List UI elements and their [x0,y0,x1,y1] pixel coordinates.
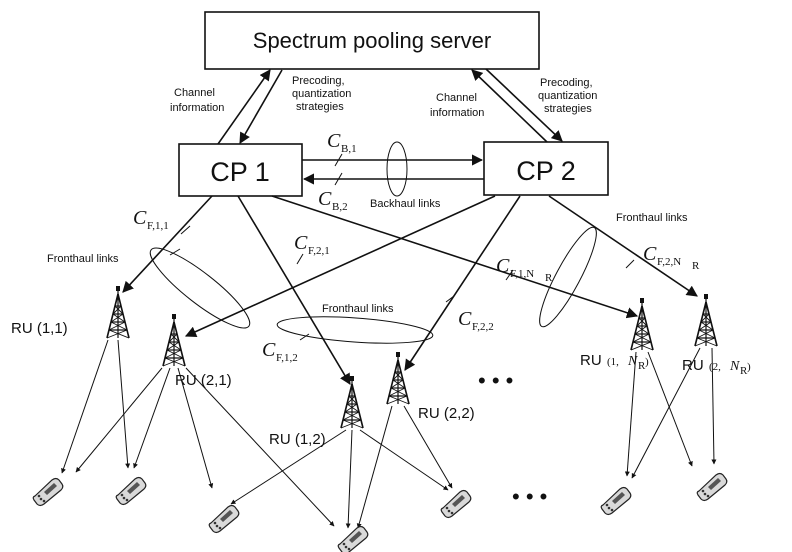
cp2-to-server-arrow [471,69,548,143]
svg-text:(1,: (1, [607,356,619,368]
fronthaul-ellipse-center [276,316,434,344]
svg-text:): ) [747,361,751,373]
slash-f2nr [625,259,635,269]
cf11-main: C [133,207,147,229]
cf22-main: C [458,308,472,330]
cf21-main: C [294,232,308,254]
cb2-sub: B,2 [332,201,348,213]
ru11-tower-icon [106,285,130,339]
right-channel-info-line2: information [430,107,484,119]
ue-phone-icon [696,472,728,502]
svg-text:): ) [645,356,649,368]
ue-phone-icon [337,525,369,552]
ru2nr-ue-links [631,347,717,479]
cb1-main: C [327,130,341,152]
svg-text:RU: RU [682,357,704,374]
left-precoding-line1: Precoding, [292,75,345,87]
spectrum-pooling-server-label: Spectrum pooling server [253,28,491,53]
fronthaul-cp2-ru2nr [548,195,698,297]
fronthaul-label-right: Fronthaul links [616,212,688,224]
ru21-tower-icon [162,313,186,367]
cf12-main: C [262,339,276,361]
svg-text:(2,: (2, [709,361,721,373]
ru12-ue-links [230,429,449,529]
cb1-sub: B,1 [341,143,357,155]
ue-phone-icon [32,477,64,507]
ru21-label: RU (2,1) [175,372,232,389]
backhaul-slash-2 [334,172,343,186]
left-channel-info-line2: information [170,102,224,114]
ru12-label: RU (1,2) [269,431,326,448]
ue-ellipsis: • • • [512,484,547,509]
slash-f1nr [505,269,514,281]
svg-text:N: N [627,354,638,369]
svg-text:R: R [638,360,646,372]
backhaul-ellipse [386,141,408,197]
ru1nr-tower-icon [630,297,654,351]
server-to-cp1-arrow [239,69,283,144]
slash-f22 [445,295,455,303]
fronthaul-label-center: Fronthaul links [322,303,394,315]
ru11-ue-links [61,339,131,474]
ru22-ue-links [356,405,453,529]
cp1-label: CP 1 [210,157,270,187]
cf12-sub: F,1,2 [276,352,298,364]
svg-text:N: N [729,359,740,374]
svg-text:R: R [740,365,748,377]
fronthaul-label-left: Fronthaul links [47,253,119,265]
ru1nr-ue-links [624,351,693,477]
right-channel-info-line1: Channel [436,92,477,104]
slash-f11 [180,225,191,235]
ru12-tower-icon [340,375,364,429]
ue-phone-icon [440,489,472,519]
right-precoding-line1: Precoding, [540,77,593,89]
backhaul-links-label: Backhaul links [370,198,441,210]
cb2-main: C [318,188,332,210]
left-channel-info-line1: Channel [174,87,215,99]
left-precoding-line2: quantization [292,88,351,100]
ru21-ue-links [75,367,335,527]
slash-f12 [299,333,310,341]
ru22-tower-icon [386,351,410,405]
ru1nr-label: RU (1, N R ) [580,352,649,372]
ue-phone-icon [115,476,147,506]
cf22-sub: F,2,2 [472,321,494,333]
cp2-label: CP 2 [516,156,576,186]
ru2nr-label: RU (2, N R ) [682,357,751,377]
fronthaul-cp2-ru22 [404,195,521,371]
server-to-cp2-arrow [485,68,563,142]
ru11-label: RU (1,1) [11,320,68,337]
cf11-sub: F,1,1 [147,220,169,232]
cf2nr-subsub: R [692,260,700,272]
fronthaul-ellipse-left [149,247,251,329]
fronthaul-cp2-ru21 [184,195,496,337]
right-precoding-line2: quantization [538,90,597,102]
cf2nr-main: C [643,243,657,265]
ru22-label: RU (2,2) [418,405,475,422]
fronthaul-cp1-ru1nr [271,195,639,319]
fronthaul-cp1-ru11 [122,195,213,293]
slash-f11b [169,248,181,256]
cf2nr-sub: F,2,N [657,256,681,268]
slash-f21 [296,253,304,265]
cp1-to-server-arrow [217,69,271,145]
ru-ellipsis: • • • [478,368,513,393]
left-precoding-line3: strategies [296,101,344,113]
cf1nr-main: C [496,255,510,277]
backhaul-slash-1 [334,153,343,167]
cp1-box [178,143,303,197]
fronthaul-cp1-ru12 [237,195,351,385]
fronthaul-ellipse-right [539,226,597,328]
ue-phone-icon [208,504,240,534]
right-precoding-line3: strategies [544,103,592,115]
cf1nr-subsub: R [545,272,553,284]
ue-phone-icon [600,486,632,516]
cf21-sub: F,2,1 [308,245,330,257]
spectrum-pooling-server-box [204,11,540,70]
cf1nr-sub: F,1,N [510,268,534,280]
svg-text:RU: RU [580,352,602,369]
ru2nr-tower-icon [694,293,718,347]
